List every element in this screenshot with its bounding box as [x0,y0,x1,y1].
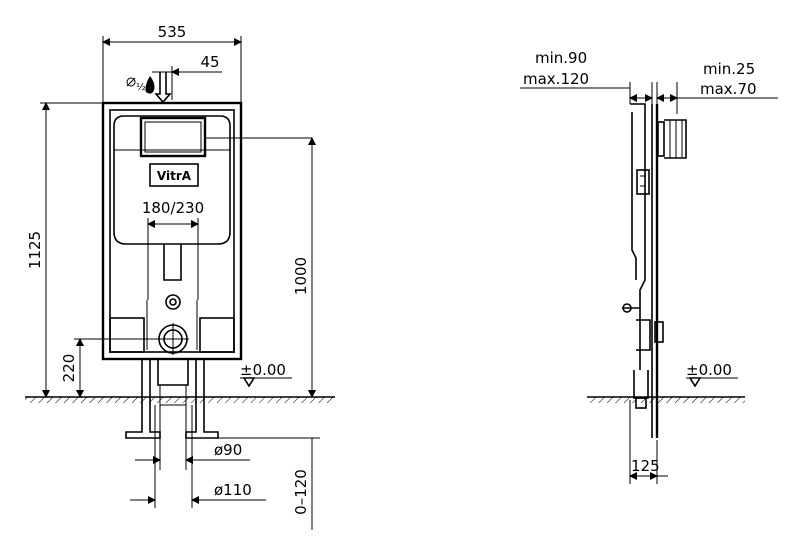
side-view: min.90 max.120 min.25 max.70 ±0.00 125 [520,49,778,484]
dim-flush: 180/230 [142,199,204,300]
dim-flush-label: 180/230 [142,199,204,217]
floor-level-marker-side: ±0.00 [686,361,738,388]
dim-drain-height-label: 220 [60,354,78,383]
dim-side-depth: 125 [629,400,668,484]
dim-pipe-large-label: ø110 [214,481,252,499]
dim-height-total: 1125 [26,102,103,398]
dim-gap: min.25 max.70 [656,60,778,114]
dim-pipe-large: ø110 [130,405,266,508]
dim-height-total-label: 1125 [26,231,44,269]
floor-line-front [25,396,335,403]
floor-level-label-front: ±0.00 [240,361,286,379]
floor-level-label-side: ±0.00 [686,361,732,379]
side-frame [622,103,687,438]
dim-height-frame-label: 1000 [292,257,310,295]
brand-logo: VitrA [157,169,192,183]
water-inlet-label: ½ [136,81,146,93]
front-view: VitrA 180/230 535 45 ½ [25,23,335,530]
floor-line-side [587,396,745,403]
dim-offset-label: 45 [200,53,219,71]
dim-gap-min: min.25 [703,60,755,78]
dim-pipe-small-label: ø90 [214,441,242,459]
dim-depth-range: 0–120 [218,437,320,530]
dim-wall-min: min.90 [535,49,587,67]
dim-offset: 45 [152,53,222,100]
dim-gap-max: max.70 [700,80,757,98]
dim-height-frame: 1000 [292,137,316,398]
dim-wall-max: max.120 [523,70,589,88]
dim-side-depth-label: 125 [631,457,660,475]
dim-width: 535 [102,23,242,103]
water-inlet-icon: ½ [126,72,172,104]
installation-frame [101,101,312,439]
dim-depth-range-label: 0–120 [292,469,310,515]
dim-width-label: 535 [158,23,187,41]
dim-drain-height: 220 [60,338,173,398]
floor-level-marker-front: ±0.00 [240,361,292,388]
dim-wall-thickness: min.90 max.120 [520,49,653,104]
dim-pipe-small: ø90 [135,405,250,470]
